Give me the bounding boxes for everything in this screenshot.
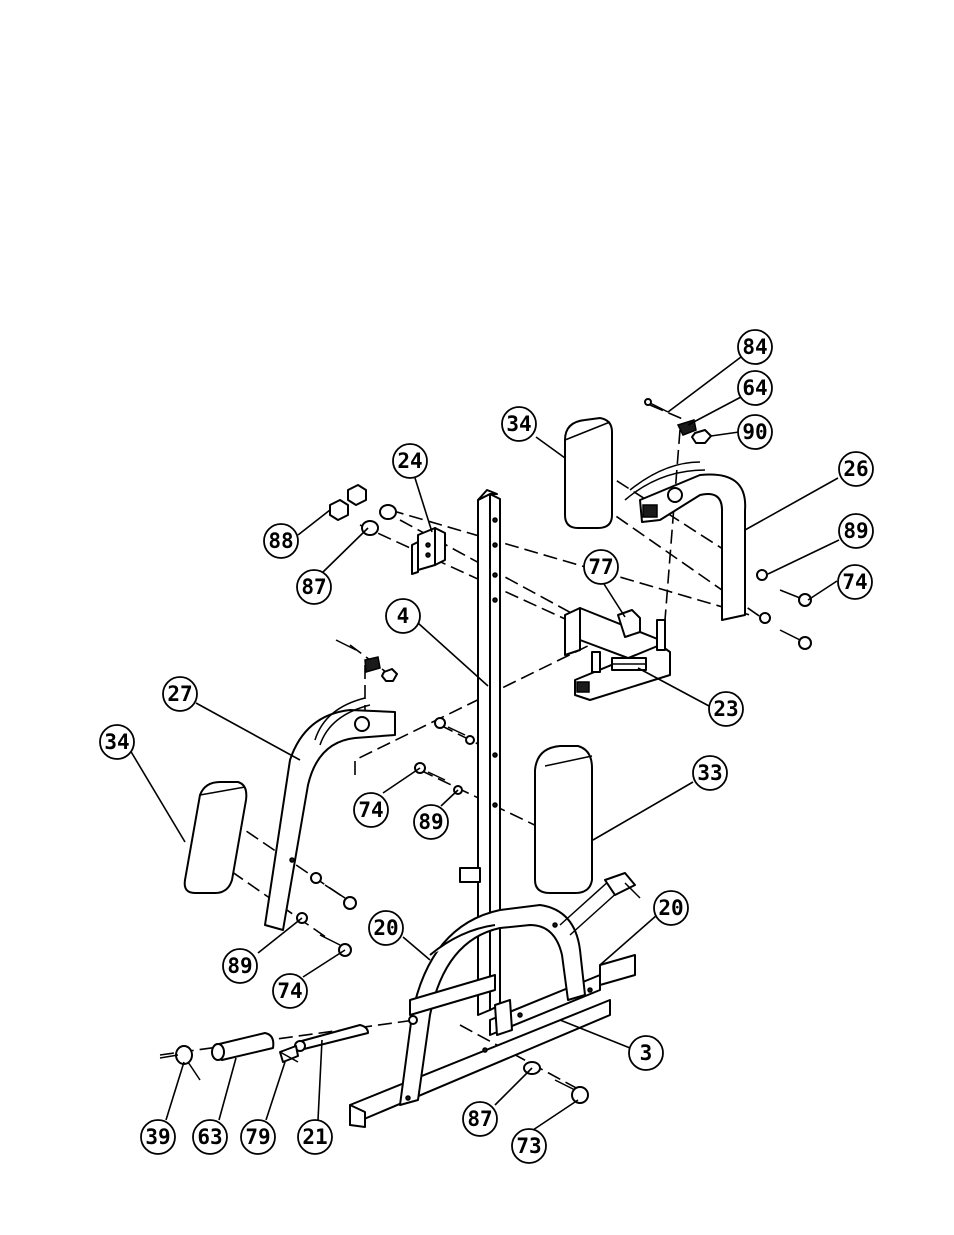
callout-87-upper: 87	[296, 569, 332, 605]
callout-73-label: 73	[516, 1134, 541, 1158]
callout-26: 26	[838, 451, 874, 487]
callout-88: 88	[263, 523, 299, 559]
callout-23: 23	[708, 691, 744, 727]
bracket-part-24	[411, 527, 446, 575]
callout-74-right: 74	[837, 564, 873, 600]
callout-74-lower-label: 74	[277, 979, 302, 1003]
upright-post-part-4	[459, 489, 501, 1016]
callout-87-upper-label: 87	[301, 575, 326, 599]
callout-39-label: 39	[145, 1125, 170, 1149]
callout-63-label: 63	[197, 1125, 222, 1149]
hardware-top-right	[644, 398, 712, 444]
lower-pad-part-34	[183, 781, 248, 894]
hardware-left-top	[335, 639, 398, 682]
callout-89-middle: 89	[413, 804, 449, 840]
callout-27: 27	[162, 676, 198, 712]
right-arm-part-26	[624, 461, 747, 621]
callout-89-lower: 89	[222, 948, 258, 984]
callout-74-right-label: 74	[842, 570, 867, 594]
leader-lines	[129, 356, 840, 1131]
callout-20-right: 20	[653, 890, 689, 926]
hardware-upper-left	[329, 484, 397, 536]
callout-73: 73	[511, 1128, 547, 1164]
hardware-bottom	[523, 1061, 589, 1104]
bracket-part-23	[564, 607, 671, 701]
callout-90-label: 90	[742, 420, 767, 444]
callout-4-label: 4	[397, 604, 410, 628]
callout-21-label: 21	[302, 1125, 327, 1149]
callout-74-middle: 74	[353, 792, 389, 828]
callout-74-lower: 74	[272, 973, 308, 1009]
callout-89-lower-label: 89	[227, 954, 252, 978]
callout-88-label: 88	[268, 529, 293, 553]
callout-89-middle-label: 89	[418, 810, 443, 834]
callout-33-label: 33	[697, 761, 722, 785]
callout-87-lower: 87	[462, 1101, 498, 1137]
callout-27-label: 27	[167, 682, 192, 706]
callout-24-label: 24	[397, 449, 422, 473]
callout-23-label: 23	[713, 697, 738, 721]
callout-4: 4	[385, 598, 421, 634]
callout-20-left-label: 20	[373, 916, 398, 940]
callout-21: 21	[297, 1119, 333, 1155]
callout-64: 64	[737, 370, 773, 406]
callout-74-middle-label: 74	[358, 798, 383, 822]
callout-3-label: 3	[640, 1041, 653, 1065]
callout-64-label: 64	[742, 376, 767, 400]
callout-90: 90	[737, 414, 773, 450]
backrest-pad-part-33	[534, 745, 593, 894]
callout-3: 3	[628, 1035, 664, 1071]
callout-34-lower-label: 34	[104, 730, 129, 754]
callout-77-label: 77	[588, 555, 613, 579]
callout-34-lower: 34	[99, 724, 135, 760]
callout-89-right: 89	[838, 513, 874, 549]
callout-77: 77	[583, 549, 619, 585]
callout-84: 84	[737, 329, 773, 365]
base-frame-part-3-and-20	[349, 872, 641, 1128]
callout-87-lower-label: 87	[467, 1107, 492, 1131]
handle-parts	[159, 1024, 369, 1081]
callout-34-upper: 34	[501, 406, 537, 442]
callout-89-right-label: 89	[843, 519, 868, 543]
callout-33: 33	[692, 755, 728, 791]
callout-24: 24	[392, 443, 428, 479]
callout-34-upper-label: 34	[506, 412, 531, 436]
callout-63: 63	[192, 1119, 228, 1155]
upper-pad-part-34	[564, 417, 613, 529]
callout-20-right-label: 20	[658, 896, 683, 920]
callout-20-left: 20	[368, 910, 404, 946]
callout-79: 79	[240, 1119, 276, 1155]
callout-79-label: 79	[245, 1125, 270, 1149]
callout-26-label: 26	[843, 457, 868, 481]
callout-84-label: 84	[742, 335, 767, 359]
left-arm-part-27	[264, 697, 396, 931]
callout-39: 39	[140, 1119, 176, 1155]
